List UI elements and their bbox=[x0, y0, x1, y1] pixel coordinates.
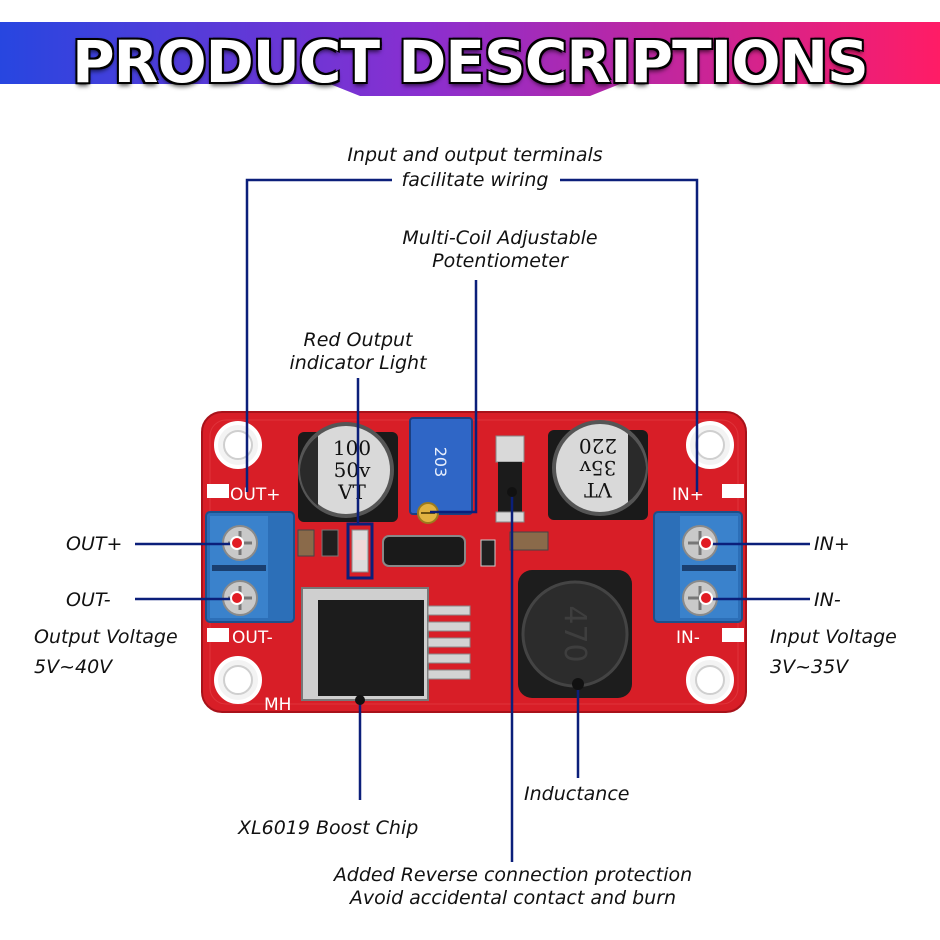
boost-chip-label: XL6019 Boost Chip bbox=[238, 817, 419, 839]
banner-background bbox=[0, 22, 940, 96]
svg-text:VT: VT bbox=[583, 478, 612, 502]
silk-out-plus: OUT+ bbox=[230, 485, 280, 505]
leader-lines bbox=[135, 178, 810, 862]
svg-text:VT: VT bbox=[337, 480, 366, 504]
red-light-label-line2: indicator Light bbox=[289, 352, 427, 374]
boost-chip bbox=[301, 587, 471, 701]
potentiometer-label-line1: Multi-Coil Adjustable bbox=[402, 227, 598, 249]
potentiometer-label-line2: Potentiometer bbox=[432, 250, 568, 272]
marker-dots bbox=[230, 536, 713, 605]
out-plus-label: OUT+ bbox=[66, 533, 123, 555]
smd-components bbox=[297, 522, 549, 580]
svg-text:470: 470 bbox=[557, 605, 592, 662]
in-plus-label: IN+ bbox=[814, 533, 850, 555]
silk-in-minus: IN- bbox=[676, 628, 700, 648]
output-voltage-label: Output Voltage bbox=[34, 626, 178, 648]
silk-in-plus: IN+ bbox=[672, 485, 704, 505]
input-range-label: 3V~35V bbox=[770, 656, 849, 678]
input-terminal-block bbox=[653, 511, 743, 623]
red-light-label-line1: Red Output bbox=[303, 329, 413, 351]
mounting-hole-icon bbox=[214, 421, 734, 704]
inductance-label: Inductance bbox=[524, 783, 630, 805]
protection-label-line2: Avoid accidental contact and burn bbox=[349, 887, 677, 909]
input-voltage-label: Input Voltage bbox=[770, 626, 897, 648]
svg-text:220: 220 bbox=[579, 434, 617, 458]
title-banner: PRODUCT DESCRIPTIONS bbox=[0, 22, 940, 96]
capacitor-left: 100 50v VT bbox=[298, 422, 398, 522]
protection-label-line1: Added Reverse connection protection bbox=[333, 864, 693, 886]
svg-text:100: 100 bbox=[333, 436, 371, 460]
page-title: PRODUCT DESCRIPTIONS bbox=[72, 28, 869, 96]
terminals-label-line2: facilitate wiring bbox=[401, 169, 549, 191]
svg-text:203: 203 bbox=[431, 447, 450, 478]
silk-out-minus: OUT- bbox=[232, 628, 273, 648]
silk-mh: MH bbox=[264, 695, 291, 715]
in-minus-label: IN- bbox=[814, 589, 841, 611]
anchor-dots bbox=[355, 487, 584, 705]
svg-text:50v: 50v bbox=[334, 458, 371, 482]
inductor: 470 bbox=[518, 570, 632, 698]
potentiometer: 203 bbox=[409, 417, 473, 524]
terminals-label-line1: Input and output terminals bbox=[347, 144, 603, 166]
protection-component bbox=[495, 435, 525, 523]
output-terminal-block bbox=[205, 511, 295, 623]
output-range-label: 5V~40V bbox=[34, 656, 113, 678]
capacitor-right: VT 35v 220 bbox=[548, 420, 648, 520]
out-minus-label: OUT- bbox=[66, 589, 111, 611]
svg-text:35v: 35v bbox=[579, 456, 616, 480]
silkscreen-labels: OUT+ OUT- IN+ IN- MH bbox=[207, 484, 744, 715]
